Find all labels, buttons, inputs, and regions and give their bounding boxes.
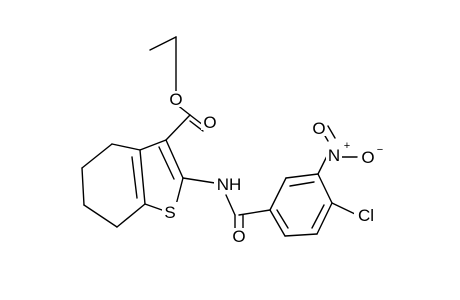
atom-ester-ether-oxygen: O [169, 90, 182, 109]
atom-nitro-oxygen-top: O [312, 119, 325, 138]
atom-ester-carbonyl-oxygen: O [203, 113, 216, 132]
bond-ar-inner-c [276, 209, 289, 229]
bond-ar-3-4 [317, 173, 333, 204]
bond-co-double-1 [189, 114, 204, 126]
bond-ar-5-6 [284, 233, 318, 237]
charge-minus-oxygen: − [377, 144, 383, 156]
bond-c6-c7 [83, 204, 118, 228]
atom-amide-oxygen: O [232, 227, 245, 246]
bond-ethyl-ch3-ch2 [149, 36, 177, 51]
bond-ar-inner-b [311, 204, 325, 229]
bond-n-o-top-2 [327, 125, 336, 139]
bond-c5-c6 [81, 167, 85, 206]
bond-c3-c3a [139, 139, 167, 151]
bond-ar-6-1 [269, 209, 286, 237]
bond-ar-2-3 [285, 173, 319, 179]
bond-c3-c2-inner [158, 146, 175, 180]
bond-nh-c-amide [225, 194, 236, 216]
bond-c7-c7a [116, 203, 146, 228]
bond-c3a-c7a-inner [131, 156, 138, 199]
bond-carbonyl-c3 [165, 114, 191, 141]
bond-ar-inner-a [289, 181, 315, 187]
bond-ar-cl [331, 202, 356, 215]
bond-co-double-2 [189, 120, 204, 132]
charge-plus-nitrogen: + [344, 140, 350, 152]
bond-ar-1-2 [269, 177, 287, 211]
atom-chlorine: Cl [358, 206, 374, 225]
atom-nitro-nitrogen: N [328, 146, 340, 165]
bond-c3a-c7a [139, 149, 146, 205]
bond-ar-4-5 [316, 202, 333, 235]
bond-amide-c-ring [238, 209, 271, 216]
bond-c2-nh [182, 177, 216, 184]
bond-c3-c2 [165, 139, 184, 179]
atom-amide-nh: NH [217, 175, 242, 194]
atom-thiophene-sulfur: S [164, 203, 175, 222]
atom-nitro-oxygen-right: O [361, 148, 374, 167]
bond-c2-s [175, 177, 184, 206]
bond-s-c7a [144, 203, 163, 211]
bond-c3a-c4 [111, 143, 141, 151]
bond-c4-c5 [81, 143, 113, 169]
